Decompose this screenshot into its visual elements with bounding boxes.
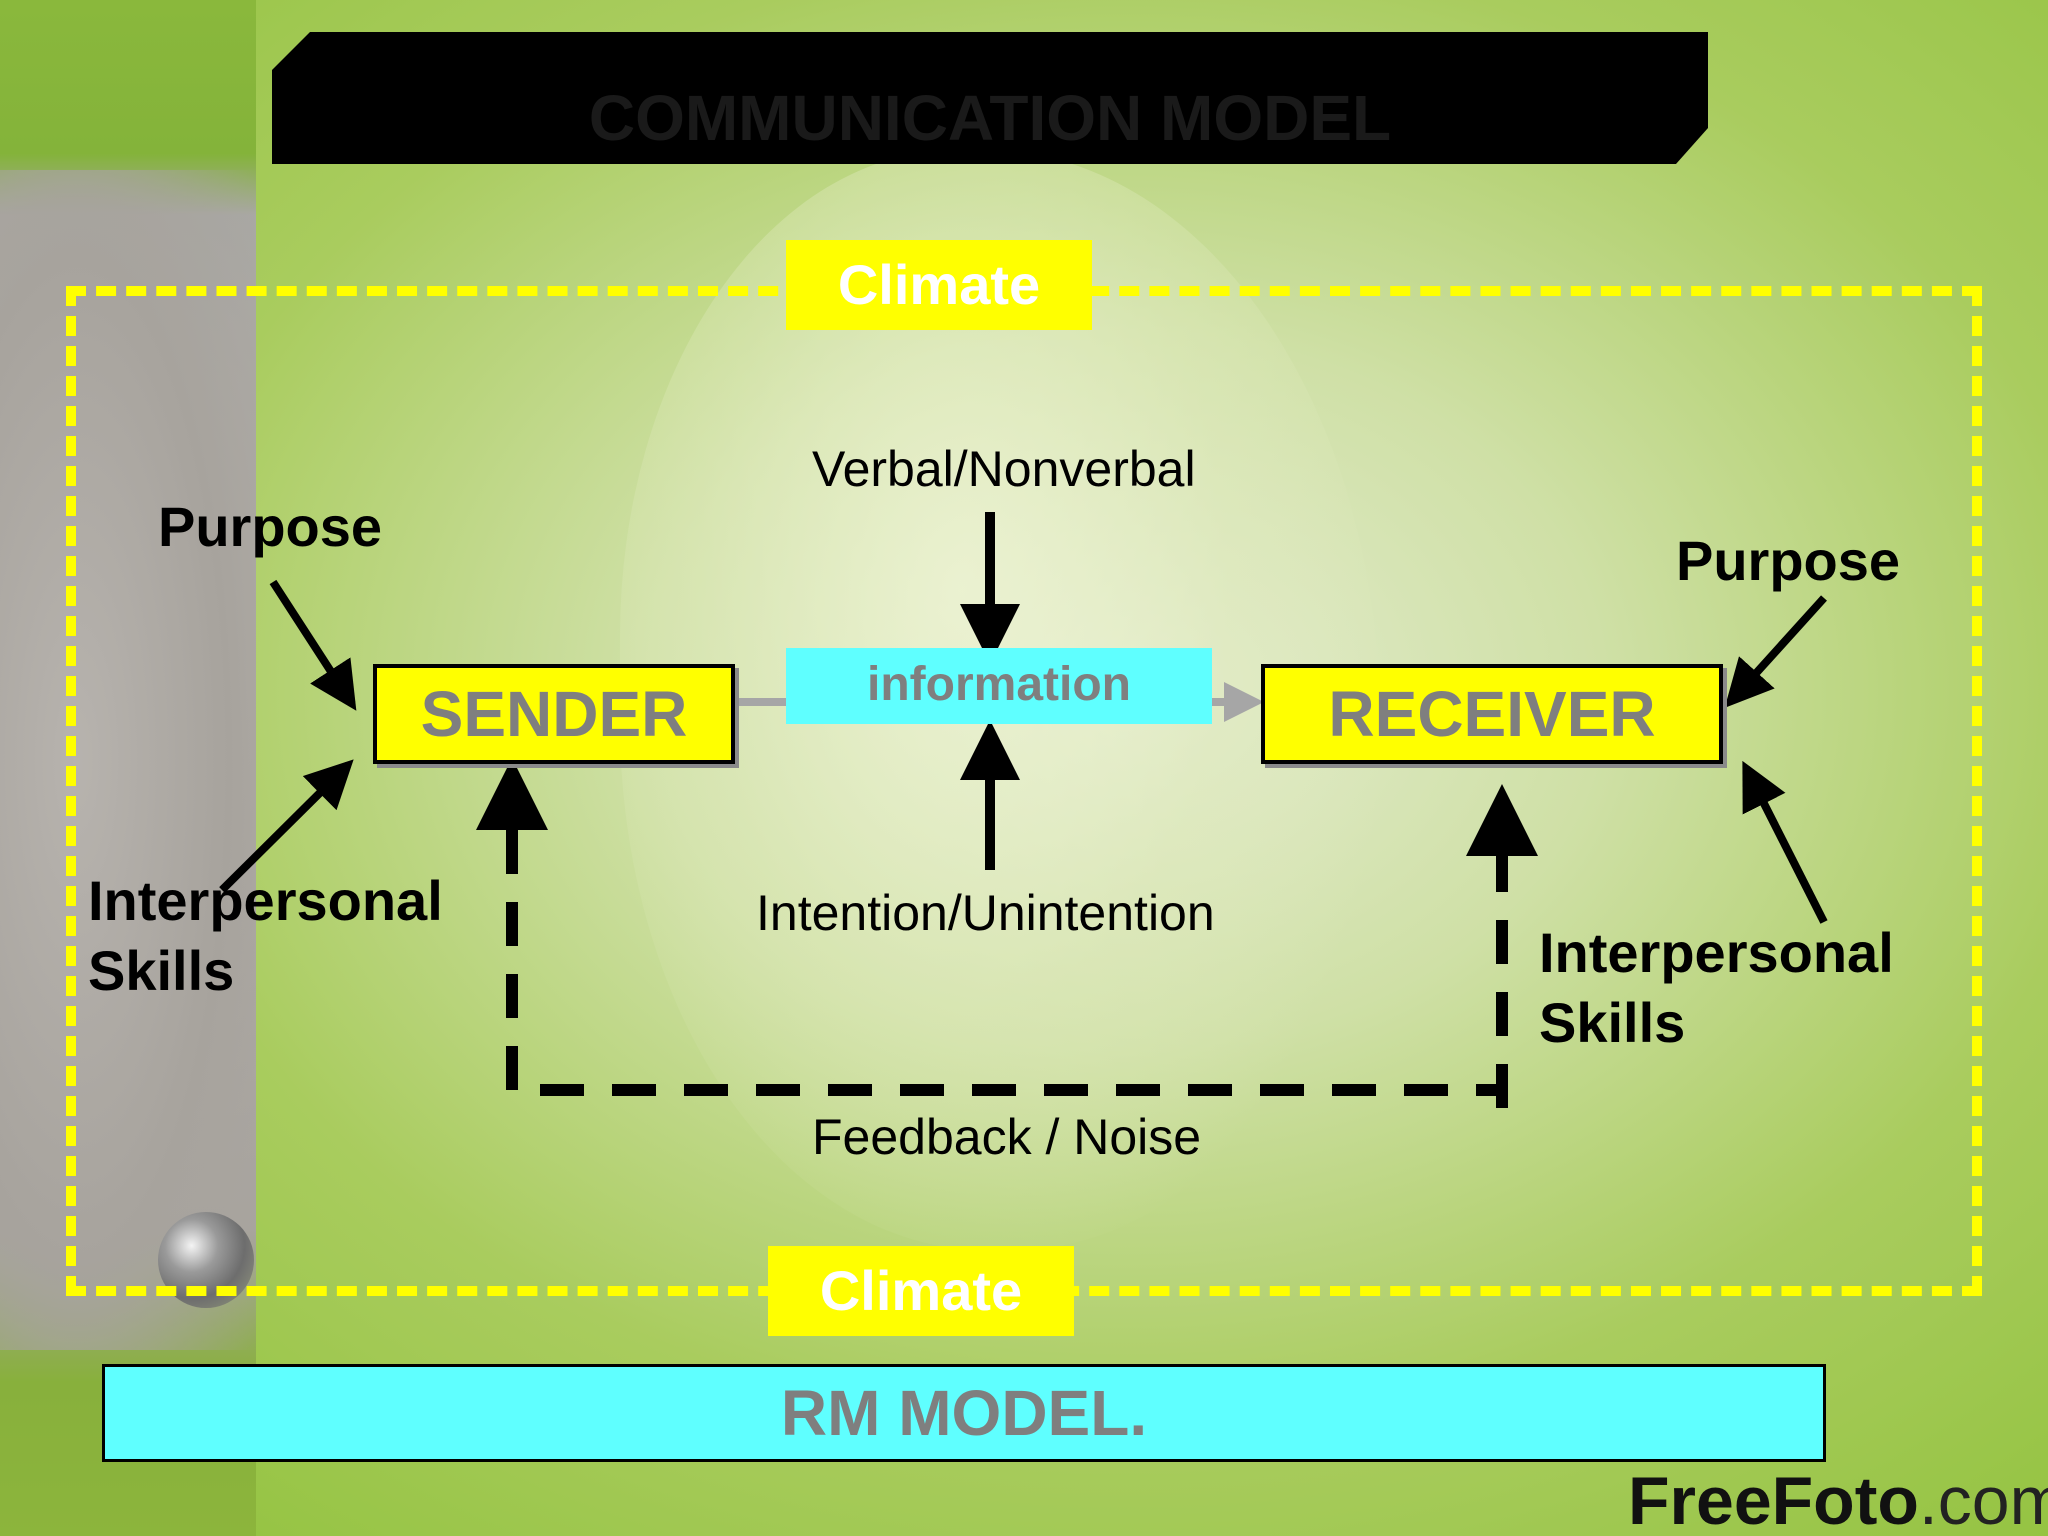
climate-label-bottom: Climate [768,1246,1074,1336]
purpose-label-left: Purpose [158,495,383,558]
watermark-suffix: .com [1918,1463,2048,1536]
purpose-label-right: Purpose [1676,529,1901,592]
watermark-brand: FreeFoto [1628,1463,1919,1536]
skills-left-line2: Skills [88,939,235,1002]
receiver-box: RECEIVER [1261,664,1723,764]
skills-right-line1: Interpersonal [1539,921,1894,984]
skills-left-line1: Interpersonal [88,869,443,932]
climate-label-top: Climate [786,240,1092,330]
watermark-logo: FreeFoto.com [1628,1462,2048,1536]
skills-right-line2: Skills [1539,991,1686,1054]
sender-box: SENDER [373,664,735,764]
background-stone-strip [0,0,256,1536]
stone-texture [0,170,256,1350]
verbal-nonverbal-label: Verbal/Nonverbal [812,441,1196,497]
footer-banner: RM MODEL. [102,1364,1826,1462]
title-bar [272,32,1708,164]
slide-title: COMMUNICATION MODEL [588,82,1392,154]
information-box: information [786,648,1212,724]
intention-label: Intention/Unintention [756,885,1215,941]
skills-label-right: Interpersonal Skills [1539,918,1894,1058]
feedback-noise-label: Feedback / Noise [812,1109,1202,1165]
skills-label-left: Interpersonal Skills [88,866,443,1006]
